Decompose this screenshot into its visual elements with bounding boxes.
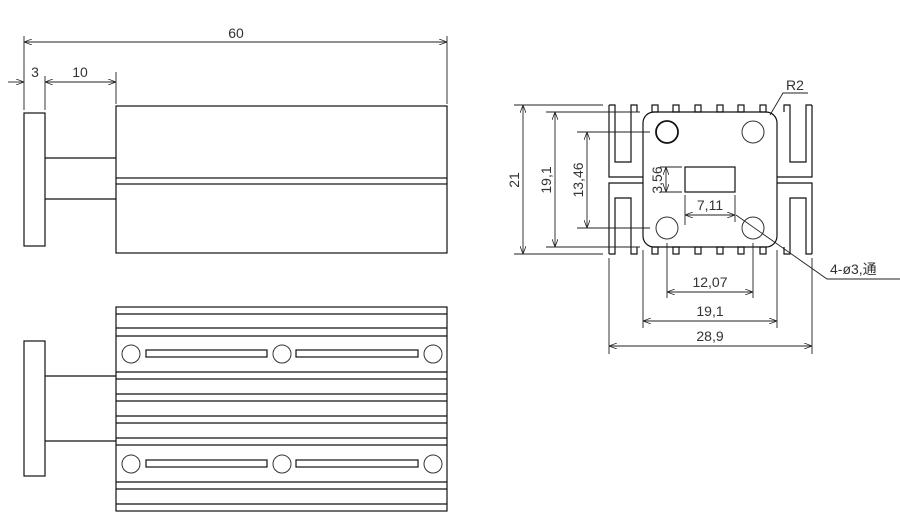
flange bbox=[23, 112, 46, 247]
hole-callout-leader bbox=[735, 214, 900, 280]
dim-28-9-label: 28,9 bbox=[696, 328, 723, 344]
mounting-row-upper bbox=[121, 344, 443, 364]
hole bbox=[655, 120, 679, 144]
dim-12-07-label: 12,07 bbox=[692, 274, 727, 290]
slot bbox=[295, 459, 419, 468]
hole bbox=[655, 216, 679, 240]
body bbox=[642, 111, 778, 248]
flange bbox=[23, 340, 46, 477]
dim-60-label: 60 bbox=[228, 25, 244, 41]
hole bbox=[272, 454, 292, 474]
slot bbox=[145, 459, 268, 468]
dim-19-1-h-label: 19,1 bbox=[696, 303, 723, 319]
side-view-top: 60 3 10 bbox=[8, 25, 448, 254]
stem bbox=[45, 157, 116, 200]
fin-block bbox=[115, 306, 448, 512]
hole bbox=[121, 454, 141, 474]
left-fins bbox=[608, 104, 643, 255]
fin-gap bbox=[115, 178, 448, 184]
slot bbox=[145, 349, 268, 358]
extension-lines bbox=[514, 104, 813, 354]
mounting-row-lower bbox=[121, 454, 443, 474]
dim-13-46-label: 13,46 bbox=[570, 162, 586, 197]
dim-7-11-label: 7,11 bbox=[697, 197, 723, 213]
dim-10-label: 10 bbox=[72, 64, 88, 80]
right-fins bbox=[777, 104, 813, 255]
hole bbox=[423, 344, 443, 364]
dim-21-label: 21 bbox=[506, 172, 522, 188]
hole bbox=[741, 120, 765, 144]
hole bbox=[741, 216, 765, 240]
hole-callout-label: 4-ø3,通 bbox=[830, 261, 877, 277]
stem bbox=[45, 375, 116, 442]
dim-19-1-v-label: 19,1 bbox=[538, 166, 554, 193]
fin-lines bbox=[116, 313, 447, 505]
corner-radius-label: R2 bbox=[786, 77, 804, 93]
slot bbox=[295, 349, 419, 358]
fin-block-lower bbox=[115, 183, 448, 254]
end-view: 21 19,1 13,46 3,56 7,11 12,07 19,1 28,9 … bbox=[506, 77, 900, 354]
bottom-teeth bbox=[651, 246, 767, 255]
top-teeth bbox=[651, 104, 767, 113]
hole bbox=[272, 344, 292, 364]
dim-3-56-label: 3,56 bbox=[649, 166, 665, 193]
hole bbox=[121, 344, 141, 364]
hole bbox=[423, 454, 443, 474]
dim-3-label: 3 bbox=[31, 64, 39, 80]
extension-lines bbox=[23, 36, 448, 110]
center-slot bbox=[684, 166, 736, 193]
r2-leader bbox=[769, 92, 808, 116]
fin-block-upper bbox=[115, 105, 448, 179]
side-view-bottom bbox=[23, 306, 448, 512]
